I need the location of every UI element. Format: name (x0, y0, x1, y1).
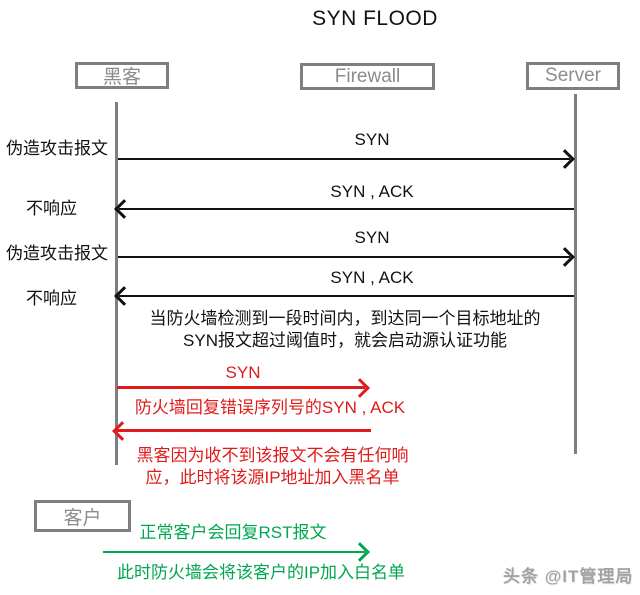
arrow-label-synack-2: SYN , ACK (330, 268, 414, 287)
arrow-label-synack-1: SYN , ACK (330, 182, 414, 201)
green-arrow-rst (103, 551, 365, 553)
side-label-forged-packet-2: 伪造攻击报文 (6, 244, 108, 263)
red-syn-label: SYN (225, 363, 261, 382)
arrow-synack-1 (119, 208, 574, 210)
red-note-line1: 黑客因为收不到该报文不会有任何响 (136, 446, 409, 465)
actor-label-firewall: Firewall (334, 65, 401, 87)
actor-box-client: 客户 (34, 500, 131, 532)
actor-label-server: Server (545, 65, 601, 86)
side-label-no-response-2: 不响应 (26, 289, 77, 308)
red-reply-label: 防火墙回复错误序列号的SYN , ACK (134, 398, 406, 417)
arrow-label-syn-1: SYN (354, 130, 390, 149)
diagram-title: SYN FLOOD (312, 7, 438, 30)
firewall-note-line1: 当防火墙检测到一段时间内，到达同一个目标地址的 (149, 309, 541, 328)
actor-box-firewall: Firewall (300, 63, 435, 90)
server-lifeline (574, 94, 577, 454)
green-rst-label: 正常客户会回复RST报文 (139, 523, 327, 542)
arrow-synack-2 (119, 295, 574, 297)
red-arrow-syn (117, 386, 365, 389)
arrow-syn-1 (118, 158, 570, 160)
hacker-lifeline (115, 102, 118, 465)
actor-box-server: Server (526, 62, 620, 90)
actor-label-client: 客户 (63, 507, 102, 529)
red-note-line2: 应，此时将该源IP地址加入黑名单 (145, 468, 400, 487)
arrow-label-syn-2: SYN (354, 228, 390, 247)
firewall-note-line2: SYN报文超过阈值时，就会启动源认证功能 (183, 331, 507, 350)
red-arrow-synack-reply (117, 429, 371, 432)
side-label-no-response-1: 不响应 (26, 199, 77, 218)
actor-label-hacker: 黑客 (102, 67, 141, 88)
watermark-label: 头条 @IT管理局 (503, 567, 634, 586)
arrow-syn-2 (118, 256, 570, 258)
green-whitelist-label: 此时防火墙会将该客户的IP加入白名单 (116, 563, 406, 582)
side-label-forged-packet-1: 伪造攻击报文 (6, 139, 108, 158)
actor-box-hacker: 黑客 (75, 62, 169, 89)
